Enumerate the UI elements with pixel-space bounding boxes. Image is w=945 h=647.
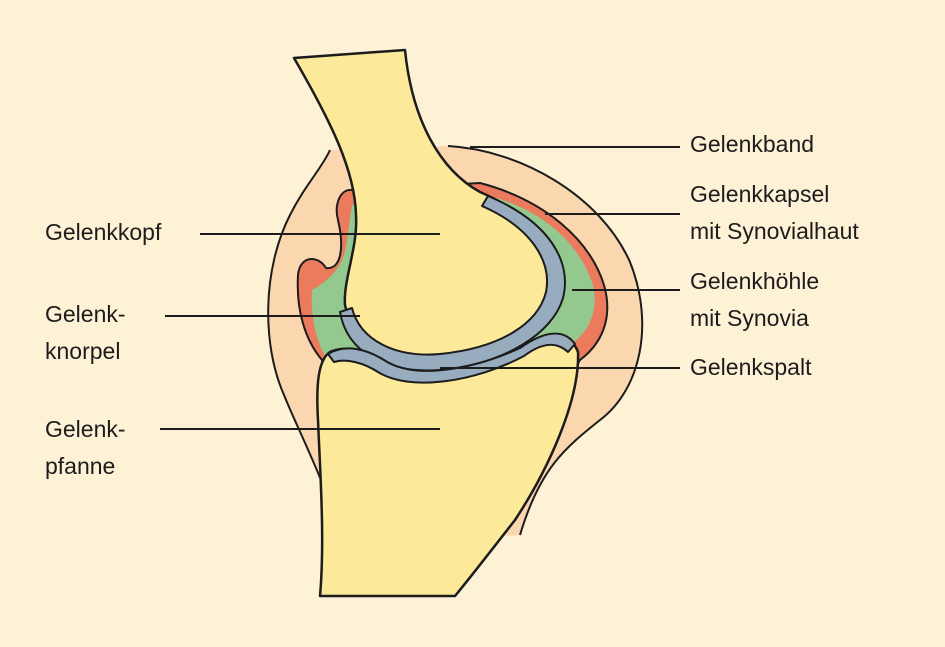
- label-gelenkknorpel: Gelenk- knorpel: [45, 301, 126, 364]
- socket-cartilage: [327, 332, 576, 384]
- head-cartilage: [339, 195, 566, 372]
- label-gelenkpfanne: Gelenk- pfanne: [45, 416, 126, 479]
- label-gelenkkopf: Gelenkkopf: [45, 219, 162, 245]
- label-gelenkspalt: Gelenkspalt: [690, 354, 812, 380]
- label-gelenkband: Gelenkband: [690, 131, 815, 157]
- label-gelenkhoehle: Gelenkhöhle mit Synovia: [690, 268, 820, 331]
- ligament-outline: [267, 145, 644, 546]
- label-gelenkkapsel: Gelenkkapsel mit Synovialhaut: [690, 181, 859, 244]
- leader-lines: [160, 146, 680, 430]
